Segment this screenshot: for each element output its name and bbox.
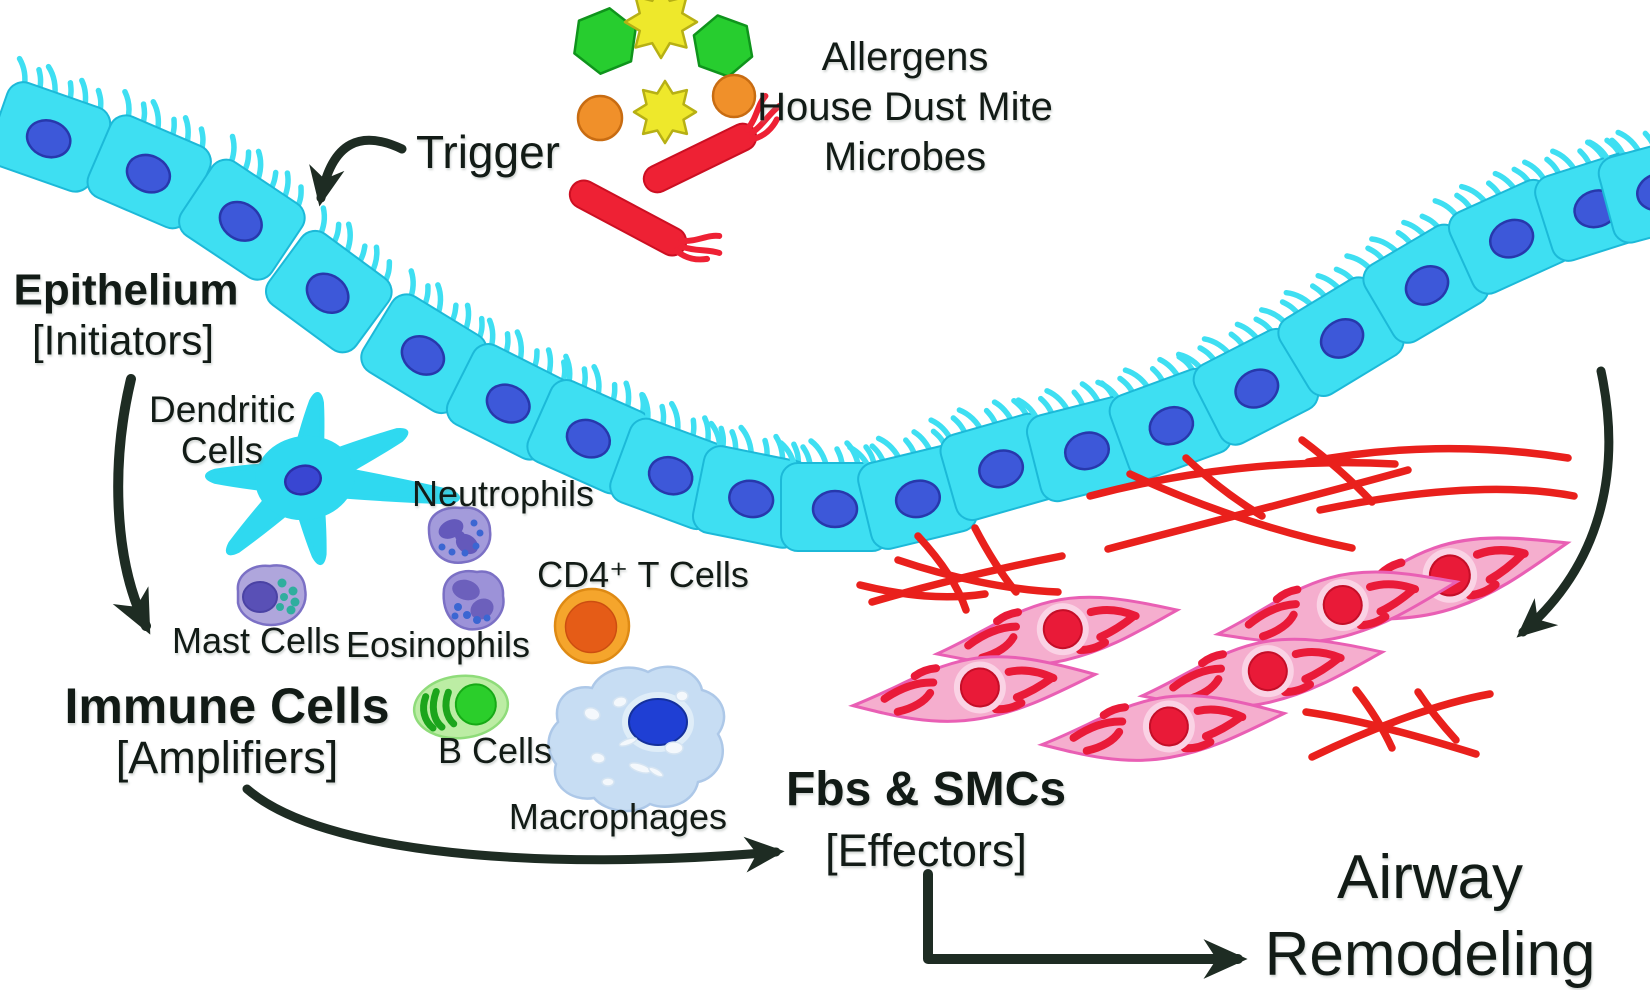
- epithelial-cell: [1258, 266, 1405, 397]
- stress-fibers: [1069, 703, 1247, 755]
- fibroblast-smc-cell: [1037, 694, 1289, 762]
- mast-cell-icon: [236, 564, 307, 627]
- microbe-flagella-icon: [673, 232, 723, 263]
- cell-nucleus: [894, 479, 941, 519]
- epithelial-cell: [0, 55, 112, 193]
- collagen-fiber: [914, 532, 970, 614]
- stress-fibers: [880, 664, 1058, 716]
- collagen-fiber: [1104, 466, 1412, 553]
- cell-nucleus: [728, 479, 775, 519]
- neutrophil-icon: [427, 506, 492, 564]
- epithelial-cell: [265, 205, 393, 354]
- microbe-body: [568, 179, 688, 257]
- epithelial-cell: [1344, 213, 1490, 344]
- cell-nucleus: [125, 153, 172, 194]
- collagen-fiber: [1126, 470, 1356, 552]
- effectors-to-remodeling-connector: [923, 869, 1248, 979]
- cell-nucleus: [1636, 172, 1650, 212]
- collagen-fiber: [1414, 688, 1460, 744]
- allergen-star-icon: [632, 79, 698, 145]
- epithelial-cell: [1432, 166, 1574, 295]
- cell-nucleus: [1247, 651, 1288, 692]
- epithelium-to-remodeling-arrow: [1516, 366, 1614, 638]
- dendritic-cell-body: [204, 391, 461, 566]
- macrophage-icon: [547, 665, 726, 813]
- dendritic-cell-icon: [204, 391, 461, 566]
- eosinophil-icon: [442, 570, 505, 631]
- microbe-flagella-icon: [744, 93, 783, 143]
- cell-nucleus: [25, 119, 72, 159]
- allergen-star-icon: [623, 0, 699, 60]
- cell-nucleus: [1063, 431, 1111, 471]
- epithelial-cell-body: [1597, 136, 1650, 244]
- cell-nucleus: [1322, 584, 1363, 625]
- epithelium-cell-layer: [0, 55, 1650, 552]
- epithelium-to-immune-arrow: [112, 374, 151, 635]
- microbe-rod-icon: [642, 93, 783, 194]
- cell-nucleus: [305, 272, 350, 314]
- fibroblast-smc-cell: [848, 655, 1100, 723]
- cell-nucleus: [485, 383, 531, 424]
- collagen-fiber: [894, 556, 1062, 596]
- stress-fibers: [1244, 580, 1420, 641]
- cell-nucleus: [1489, 218, 1535, 259]
- collagen-fiber-bundle: [1302, 686, 1494, 761]
- fibroblast-smc-layer: [848, 536, 1572, 762]
- cell-nucleus: [1319, 318, 1365, 359]
- cell-nucleus: [1148, 405, 1195, 446]
- cell-nucleus: [1234, 368, 1280, 409]
- cd4-t-cell-icon: [553, 587, 631, 665]
- collagen-fiber: [1308, 690, 1494, 761]
- fibroblast-smc-cell: [932, 595, 1182, 667]
- collagen-fiber: [1352, 686, 1396, 752]
- collagen-fiber: [1182, 454, 1266, 520]
- allergen-particle-icon: [576, 94, 624, 142]
- collagen-fiber: [1298, 436, 1376, 506]
- epithelial-cell: [86, 88, 212, 230]
- fibroblast-smc-cell: [1137, 637, 1387, 709]
- collagen-fiber-bundle: [1086, 436, 1578, 553]
- collagen-fiber: [856, 581, 989, 601]
- cell-nucleus: [218, 200, 263, 242]
- trigger-arrow: [309, 135, 407, 207]
- cell-nucleus: [978, 449, 1025, 489]
- epithelial-cell: [360, 268, 488, 415]
- cell-nucleus: [565, 418, 612, 459]
- cell-nucleus: [283, 464, 323, 496]
- epithelial-cell: [1586, 129, 1650, 244]
- microbe-rod-icon: [568, 179, 723, 263]
- cell-nucleus: [1404, 265, 1450, 306]
- collagen-fiber-layer: [856, 436, 1578, 761]
- allergen-particle-icon: [711, 73, 757, 119]
- collagen-fiber: [971, 524, 1020, 596]
- cell-nucleus: [811, 489, 859, 529]
- epithelial-cell: [1175, 316, 1320, 446]
- collagen-fiber: [1086, 458, 1399, 500]
- cell-nucleus: [1042, 609, 1083, 650]
- epithelial-cell: [178, 133, 306, 281]
- stress-fibers: [964, 605, 1140, 662]
- immune-to-effectors-arrow: [242, 784, 785, 873]
- collagen-fiber-bundle: [856, 524, 1066, 614]
- cell-nucleus: [959, 667, 1000, 708]
- collagen-fiber: [1316, 485, 1578, 514]
- cell-nucleus: [400, 334, 446, 376]
- cell-nucleus: [1148, 706, 1189, 747]
- b-cell-icon: [412, 674, 510, 740]
- cilia-icon: [1642, 130, 1650, 154]
- allergen-hexagon-icon: [692, 14, 754, 78]
- collagen-fiber: [1304, 444, 1572, 466]
- allergen-particle-layer: [568, 0, 783, 263]
- allergen-hexagon-icon: [573, 7, 637, 75]
- collagen-fiber: [1302, 708, 1480, 758]
- arrow-layer: [112, 135, 1614, 979]
- cell-nucleus: [647, 455, 694, 496]
- fibroblast-smc-cell: [1213, 570, 1461, 644]
